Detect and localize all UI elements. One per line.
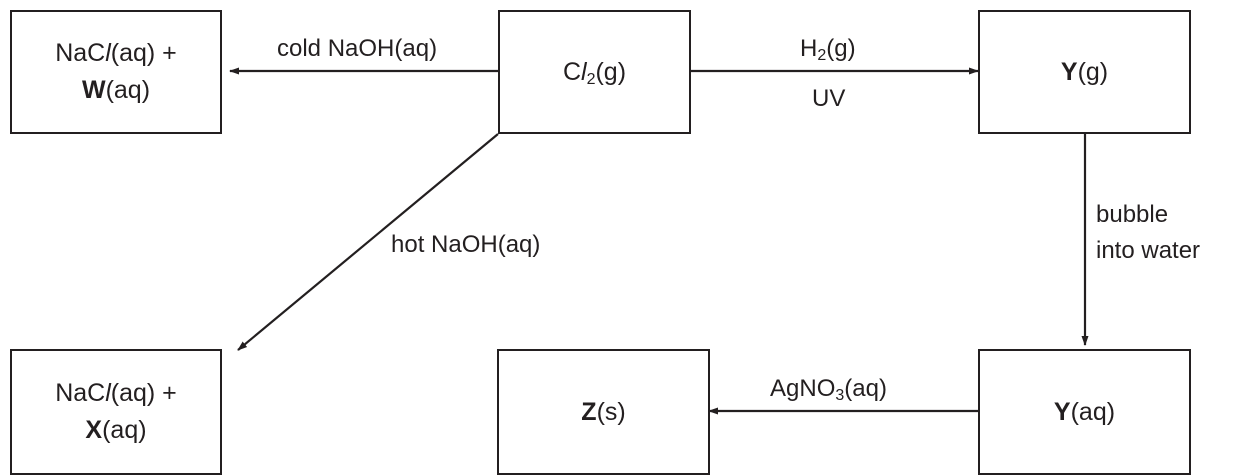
label-bubble-line2: into water xyxy=(1096,237,1201,264)
box-nacl-w: NaCl(aq) + W(aq) xyxy=(10,10,222,134)
species-y-aq-state: (aq) xyxy=(1070,397,1116,426)
species-x-state: (aq) xyxy=(102,416,147,444)
label-bubble-line1: bubble xyxy=(1096,201,1169,228)
species-z-state: (s) xyxy=(596,397,626,426)
species-w: W xyxy=(81,76,106,104)
species-y-gas-state: (g) xyxy=(1077,57,1109,86)
chlorine-formula: Cl2(g) xyxy=(562,57,627,88)
species-z: Z xyxy=(581,397,597,426)
box-nacl-w-line1: NaCl(aq) + xyxy=(55,39,177,67)
species-y-aq: Y xyxy=(1053,397,1071,426)
species-w-state: (aq) xyxy=(105,76,151,104)
label-h2: H2(g) xyxy=(800,35,856,64)
box-y-aq: Y(aq) xyxy=(978,349,1191,475)
label-uv: UV xyxy=(812,85,846,112)
species-x: X xyxy=(85,416,103,444)
arrow-cl2-to-x xyxy=(237,133,499,351)
label-agno3: AgNO3(aq) xyxy=(770,375,887,404)
label-cold-naoh: cold NaOH(aq) xyxy=(277,35,438,62)
box-z-solid: Z(s) xyxy=(497,349,710,475)
box-nacl-x: NaCl(aq) + X(aq) xyxy=(10,349,222,475)
label-hot-naoh: hot NaOH(aq) xyxy=(391,231,541,258)
box-nacl-x-line1: NaCl(aq) + xyxy=(55,379,177,407)
box-chlorine: Cl2(g) xyxy=(498,10,691,134)
species-y-gas: Y xyxy=(1060,57,1078,86)
box-y-gas: Y(g) xyxy=(978,10,1191,134)
